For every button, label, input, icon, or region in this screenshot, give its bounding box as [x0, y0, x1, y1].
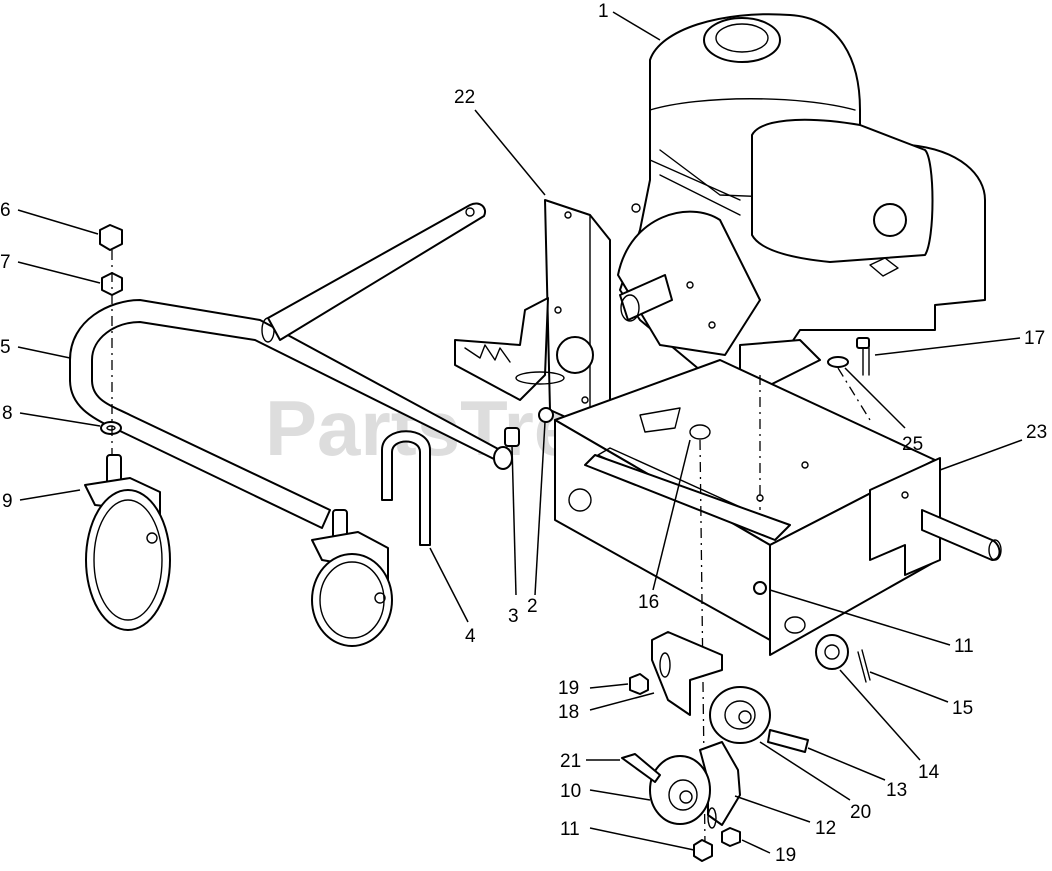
callout-14: 14 [918, 762, 940, 783]
caster-wheel-right [311, 509, 393, 647]
callout-19a: 19 [558, 678, 579, 699]
callout-1: 1 [598, 1, 609, 22]
leader-lines [17, 11, 1023, 854]
callout-7: 7 [0, 252, 11, 273]
callout-15: 15 [952, 698, 973, 719]
callout-12: 12 [815, 818, 836, 839]
callout-2: 2 [527, 596, 538, 617]
callout-19b: 19 [775, 845, 796, 866]
fastener-pin [504, 407, 554, 447]
callout-6: 6 [0, 200, 11, 221]
idler-assembly [621, 439, 809, 862]
main-frame [554, 359, 1002, 656]
caster-wheel-left [84, 454, 171, 631]
callout-21: 21 [560, 751, 581, 772]
callout-20: 20 [850, 802, 871, 823]
u-clip [381, 430, 431, 546]
nut-washer-stack [99, 224, 123, 455]
engine [617, 13, 986, 391]
callout-11a: 11 [954, 636, 974, 657]
callout-5: 5 [0, 337, 11, 358]
callout-9: 9 [2, 491, 13, 512]
handle-bar [69, 202, 513, 529]
callout-4: 4 [465, 626, 476, 647]
callout-16: 16 [638, 592, 659, 613]
bolt-washer [759, 337, 871, 510]
callout-3: 3 [508, 606, 519, 627]
callout-13: 13 [886, 780, 907, 801]
callout-11b: 11 [560, 819, 580, 840]
callout-18: 18 [558, 702, 579, 723]
callout-22: 22 [454, 87, 475, 108]
spacer-washer [753, 581, 871, 683]
callout-8: 8 [2, 403, 13, 424]
callout-23: 23 [1026, 422, 1047, 443]
callout-10: 10 [560, 781, 581, 802]
callout-25: 25 [902, 434, 923, 455]
callout-17: 17 [1024, 328, 1045, 349]
